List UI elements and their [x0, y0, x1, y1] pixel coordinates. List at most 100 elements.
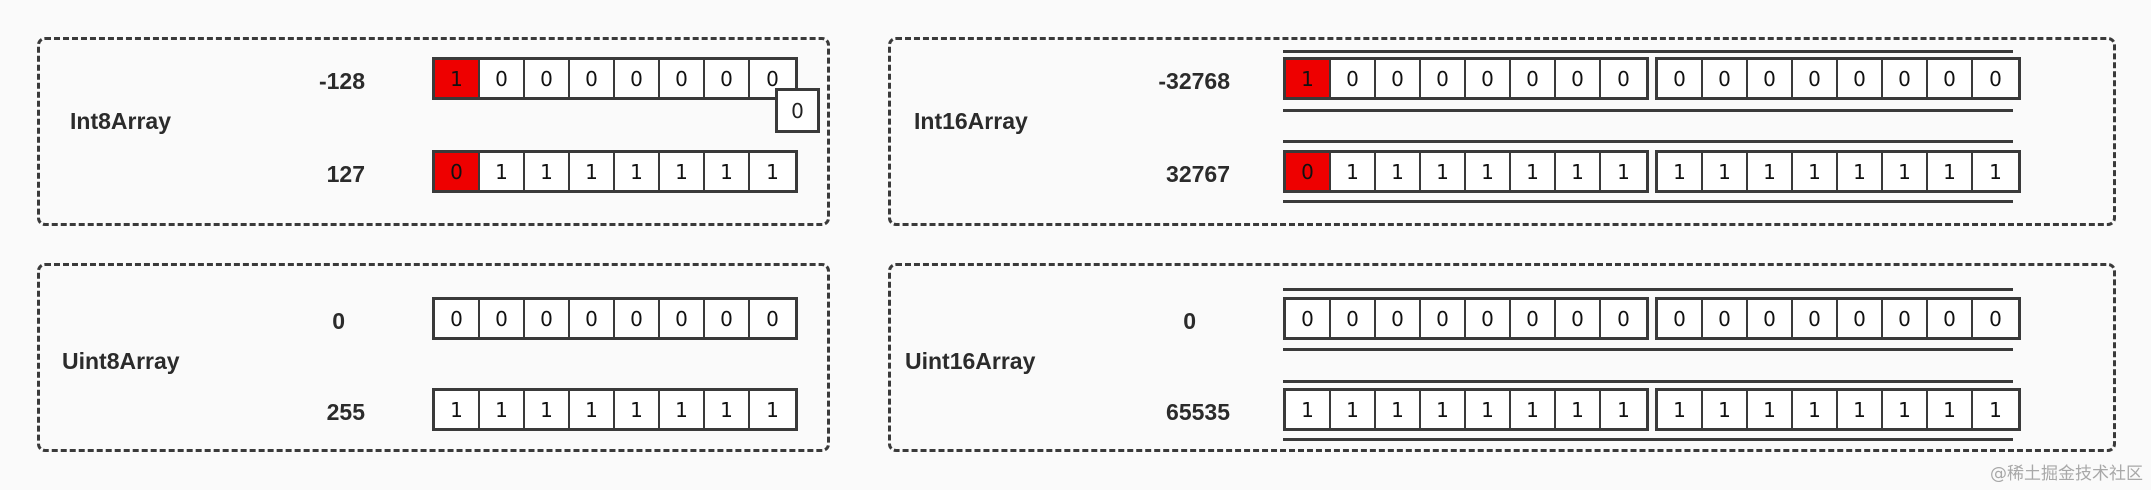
separator-line: [1283, 50, 2013, 53]
bit: 0: [750, 300, 795, 337]
int16-row1-byte1: 1 0 0 0 0 0 0 0: [1283, 57, 1649, 100]
bit: 1: [660, 153, 705, 190]
bit: 1: [1748, 391, 1793, 428]
bit: 1: [705, 153, 750, 190]
bit: 0: [1838, 60, 1883, 97]
uint16-row2-byte1: 1 1 1 1 1 1 1 1: [1283, 388, 1649, 431]
sign-bit: 1: [435, 60, 480, 97]
bit: 0: [1928, 300, 1973, 337]
bit: 0: [705, 60, 750, 97]
uint16-row1-byte2: 0 0 0 0 0 0 0 0: [1655, 297, 2021, 340]
bit: 0: [1601, 300, 1646, 337]
bit: 0: [1511, 60, 1556, 97]
bit: 0: [1883, 60, 1928, 97]
bit: 1: [1331, 153, 1376, 190]
bit: 1: [1601, 153, 1646, 190]
int8-row2-byte: 0 1 1 1 1 1 1 1: [432, 150, 798, 193]
bit: 0: [1331, 60, 1376, 97]
int16array-type-label: Int16Array: [914, 108, 1028, 134]
bit: 1: [1928, 391, 1973, 428]
bit: 0: [1973, 300, 2018, 337]
bit: 1: [1556, 391, 1601, 428]
bit: 1: [1973, 153, 2018, 190]
bit: 1: [480, 153, 525, 190]
bit: 1: [1928, 153, 1973, 190]
int16-row2-byte1: 0 1 1 1 1 1 1 1: [1283, 150, 1649, 193]
bit: 0: [1748, 60, 1793, 97]
uint16-row1-byte1: 0 0 0 0 0 0 0 0: [1283, 297, 1649, 340]
bit: 1: [1376, 153, 1421, 190]
int8-row2-value: 127: [326, 161, 365, 187]
bit: 0: [1658, 60, 1703, 97]
bit: 1: [1793, 391, 1838, 428]
int8-row1-byte: 1 0 0 0 0 0 0 0: [432, 57, 798, 100]
bit: 1: [1556, 153, 1601, 190]
sign-bit: 1: [1286, 60, 1331, 97]
bit: 1: [1331, 391, 1376, 428]
separator-line: [1283, 438, 2013, 441]
int8-overflow-bit: 0: [775, 88, 820, 133]
watermark: @稀土掘金技术社区: [1990, 464, 2143, 484]
bit: 0: [570, 60, 615, 97]
uint16array-panel: [888, 263, 2116, 452]
uint8-row1-value: 0: [332, 308, 345, 334]
bit: 1: [1511, 153, 1556, 190]
bit: 0: [1658, 300, 1703, 337]
uint8-row1-byte: 0 0 0 0 0 0 0 0: [432, 297, 798, 340]
bit: 0: [660, 300, 705, 337]
bit: 1: [1973, 391, 2018, 428]
separator-line: [1283, 140, 2013, 143]
bit: 1: [570, 153, 615, 190]
bit: 0: [480, 300, 525, 337]
bit: 0: [1928, 60, 1973, 97]
separator-line: [1283, 348, 2013, 351]
bit: 0: [1286, 300, 1331, 337]
bit: 0: [615, 60, 660, 97]
int8-row1-value: -128: [318, 68, 365, 94]
bit: 1: [1793, 153, 1838, 190]
bit: 0: [1793, 60, 1838, 97]
bit: 0: [1376, 60, 1421, 97]
uint16-row2-value: 65535: [1166, 399, 1230, 425]
bit: 0: [435, 300, 480, 337]
bit: 0: [1511, 300, 1556, 337]
bit: 1: [1883, 153, 1928, 190]
bit: 1: [1883, 391, 1928, 428]
separator-line: [1283, 200, 2013, 203]
bit: 1: [615, 153, 660, 190]
bit: 1: [1838, 153, 1883, 190]
separator-line: [1283, 288, 2013, 291]
bit: 1: [660, 391, 705, 428]
int16-row1-byte2: 0 0 0 0 0 0 0 0: [1655, 57, 2021, 100]
bit: 0: [1838, 300, 1883, 337]
separator-line: [1283, 109, 2013, 112]
bit: 0: [480, 60, 525, 97]
bit: 1: [1838, 391, 1883, 428]
bit: 1: [1703, 391, 1748, 428]
separator-line: [1283, 380, 2013, 383]
bit: 1: [1421, 391, 1466, 428]
bit: 0: [525, 300, 570, 337]
bit: 1: [1658, 153, 1703, 190]
bit: 1: [1601, 391, 1646, 428]
bit: 1: [435, 391, 480, 428]
uint16-row1-value: 0: [1183, 308, 1196, 334]
bit: 1: [1286, 391, 1331, 428]
uint8-row2-byte: 1 1 1 1 1 1 1 1: [432, 388, 798, 431]
bit: 0: [570, 300, 615, 337]
bit: 1: [525, 391, 570, 428]
bit: 1: [750, 391, 795, 428]
bit: 0: [1466, 300, 1511, 337]
bit: 0: [615, 300, 660, 337]
bit: 1: [570, 391, 615, 428]
bit: 0: [1421, 60, 1466, 97]
bit: 1: [480, 391, 525, 428]
bit: 1: [615, 391, 660, 428]
bit: 0: [660, 60, 705, 97]
bit: 0: [1748, 300, 1793, 337]
uint16array-type-label: Uint16Array: [905, 348, 1036, 374]
bit: 0: [1556, 300, 1601, 337]
uint8array-type-label: Uint8Array: [62, 348, 180, 374]
bit: 0: [525, 60, 570, 97]
bit: 0: [1883, 300, 1928, 337]
